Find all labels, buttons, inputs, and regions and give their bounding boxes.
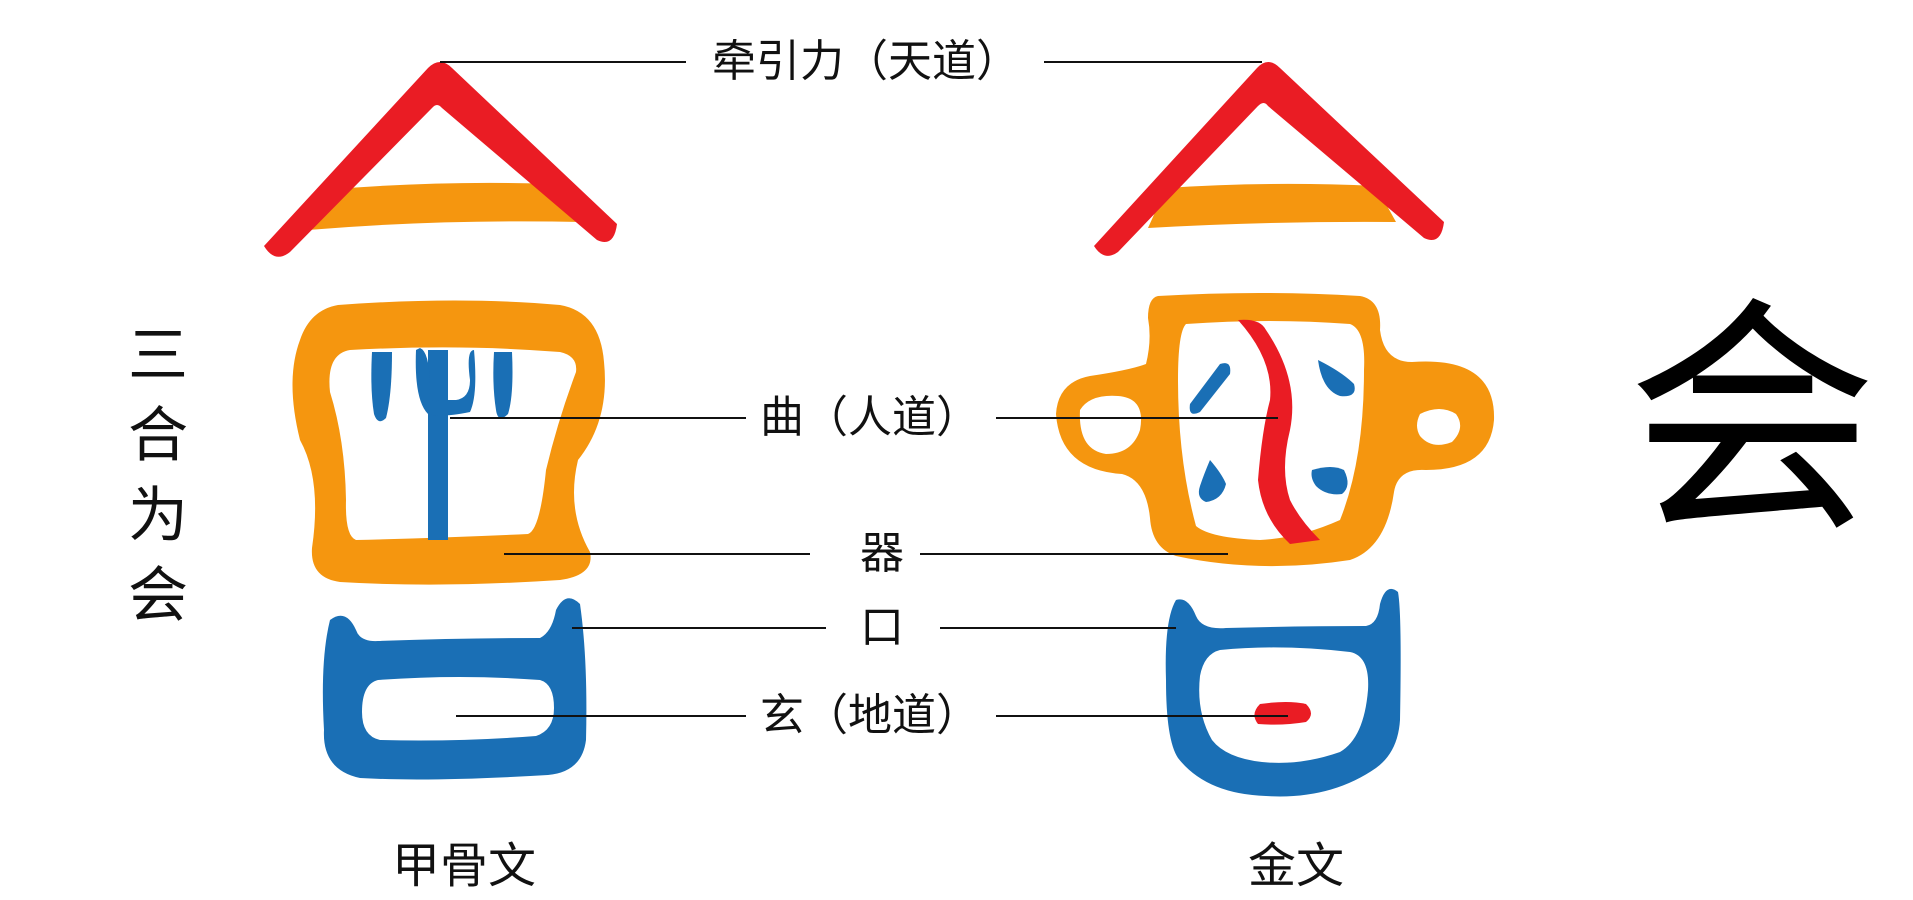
side-title-char: 为 (128, 481, 188, 551)
label-vessel: 器 (860, 528, 904, 579)
bronze-inner-dash-upper-left (1189, 363, 1231, 414)
bronze-vessel (1056, 293, 1495, 567)
side-title: 三 合 为 会 (128, 321, 188, 631)
bronze-inner-dot-upper-right (1318, 360, 1355, 397)
side-title-char: 合 (128, 401, 188, 471)
side-title-char: 会 (128, 561, 188, 631)
bronze-inner-dot-lower-right (1311, 467, 1348, 495)
bronze-mouth-dot (1254, 702, 1311, 725)
bronze-inner-curve (1238, 319, 1320, 544)
label-top: 牵引力（天道） (712, 36, 1020, 87)
label-middle: 曲（人道） (760, 392, 980, 443)
caption-bronze: 金文 (1248, 838, 1344, 894)
bronze-roof-bar (1148, 183, 1396, 228)
oracle-roof-bar (308, 182, 582, 230)
oracle-mouth (322, 598, 587, 780)
oracle-inner-fork (415, 348, 476, 416)
oracle-inner-right-branch (493, 352, 513, 419)
bronze-roof-chevron (1094, 62, 1444, 256)
oracle-roof-chevron (264, 62, 617, 257)
bronze-inner-dot-lower-left (1198, 460, 1226, 502)
oracle-inner-stem (428, 350, 448, 540)
oracle-bone-glyph (264, 62, 617, 780)
leader-lines (440, 61, 1288, 717)
caption-oracle: 甲骨文 (392, 838, 536, 894)
label-bottom: 玄（地道） (760, 690, 980, 741)
oracle-inner-left-branch (371, 352, 392, 422)
label-mouth: 口 (860, 602, 904, 653)
modern-character: 会 (1627, 276, 1877, 567)
side-title-char: 三 (128, 321, 188, 391)
oracle-vessel (292, 300, 605, 585)
bronze-mouth (1165, 588, 1401, 797)
bronze-glyph (1056, 62, 1495, 797)
